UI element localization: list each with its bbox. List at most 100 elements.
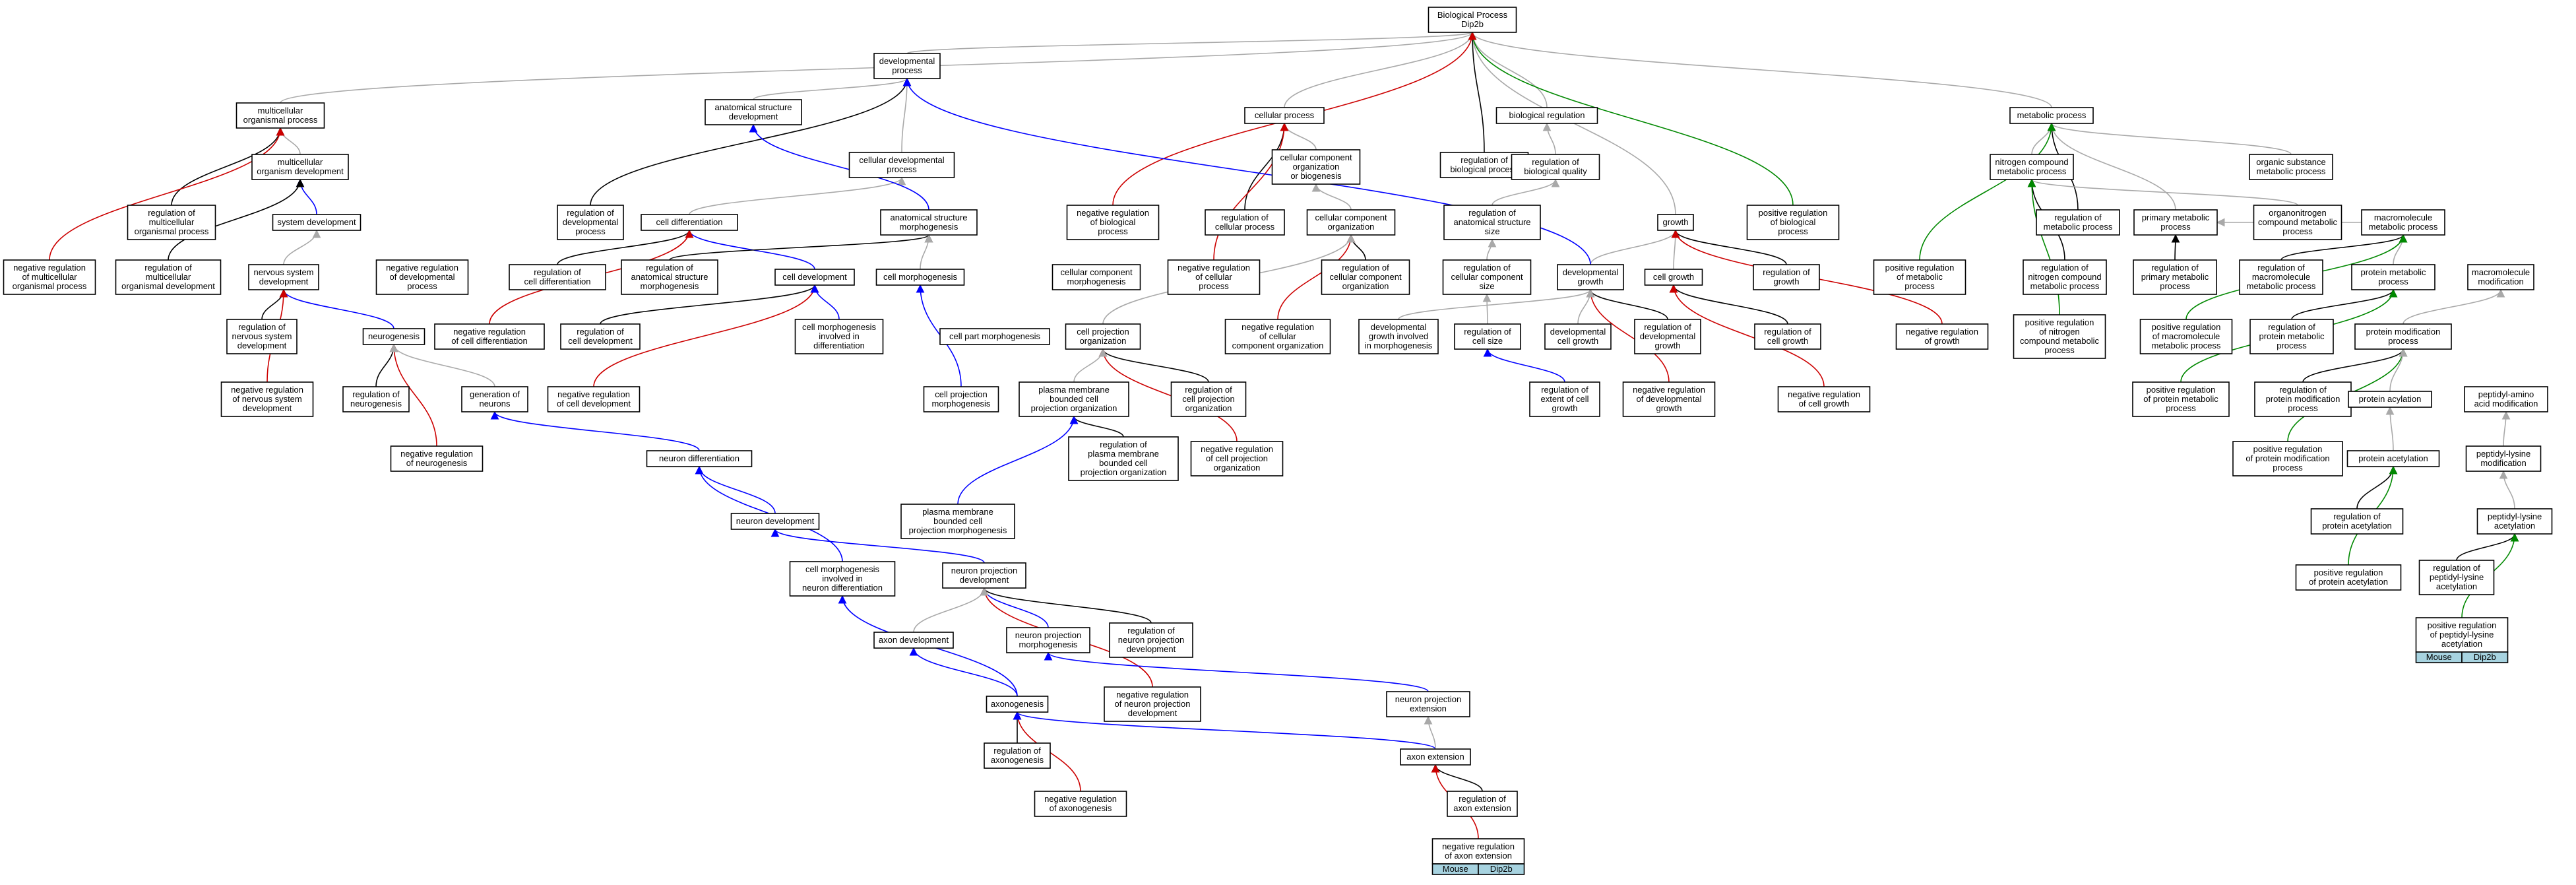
go-term-cellproc[interactable]: cellular process xyxy=(1244,107,1325,124)
go-term-protacet[interactable]: protein acetylation xyxy=(2346,450,2440,467)
go-term-cellgrowth[interactable]: cell growth xyxy=(1644,269,1703,286)
go-term-growth[interactable]: growth xyxy=(1657,214,1694,231)
annotation-tag[interactable]: Mouse xyxy=(1431,863,1479,875)
go-term-bioreg[interactable]: biological regulation xyxy=(1495,107,1598,124)
go-term-axondev[interactable]: axon development xyxy=(873,632,954,649)
go-term-protacyl[interactable]: protein acylation xyxy=(2348,391,2432,408)
go-term-celldiff[interactable]: cell differentiation xyxy=(641,214,738,231)
go-term-neurondev[interactable]: neuron development xyxy=(730,513,820,530)
go-term-axonext[interactable]: axon extension xyxy=(1400,748,1471,766)
go-term-neurogenesis[interactable]: neurogenesis xyxy=(362,328,425,345)
go-term-cellmorph[interactable]: cell morphogenesis xyxy=(875,269,965,286)
go-term-celldev[interactable]: cell development xyxy=(774,269,855,286)
go-term-axonogenesis[interactable]: axonogenesis xyxy=(986,696,1049,713)
annotation-tag[interactable]: Mouse xyxy=(2415,651,2463,663)
annotation-tag[interactable]: Dip2b xyxy=(2461,651,2509,663)
annotation-tag[interactable]: Dip2b xyxy=(1478,863,1525,875)
go-term-sysdev[interactable]: system development xyxy=(272,214,361,231)
